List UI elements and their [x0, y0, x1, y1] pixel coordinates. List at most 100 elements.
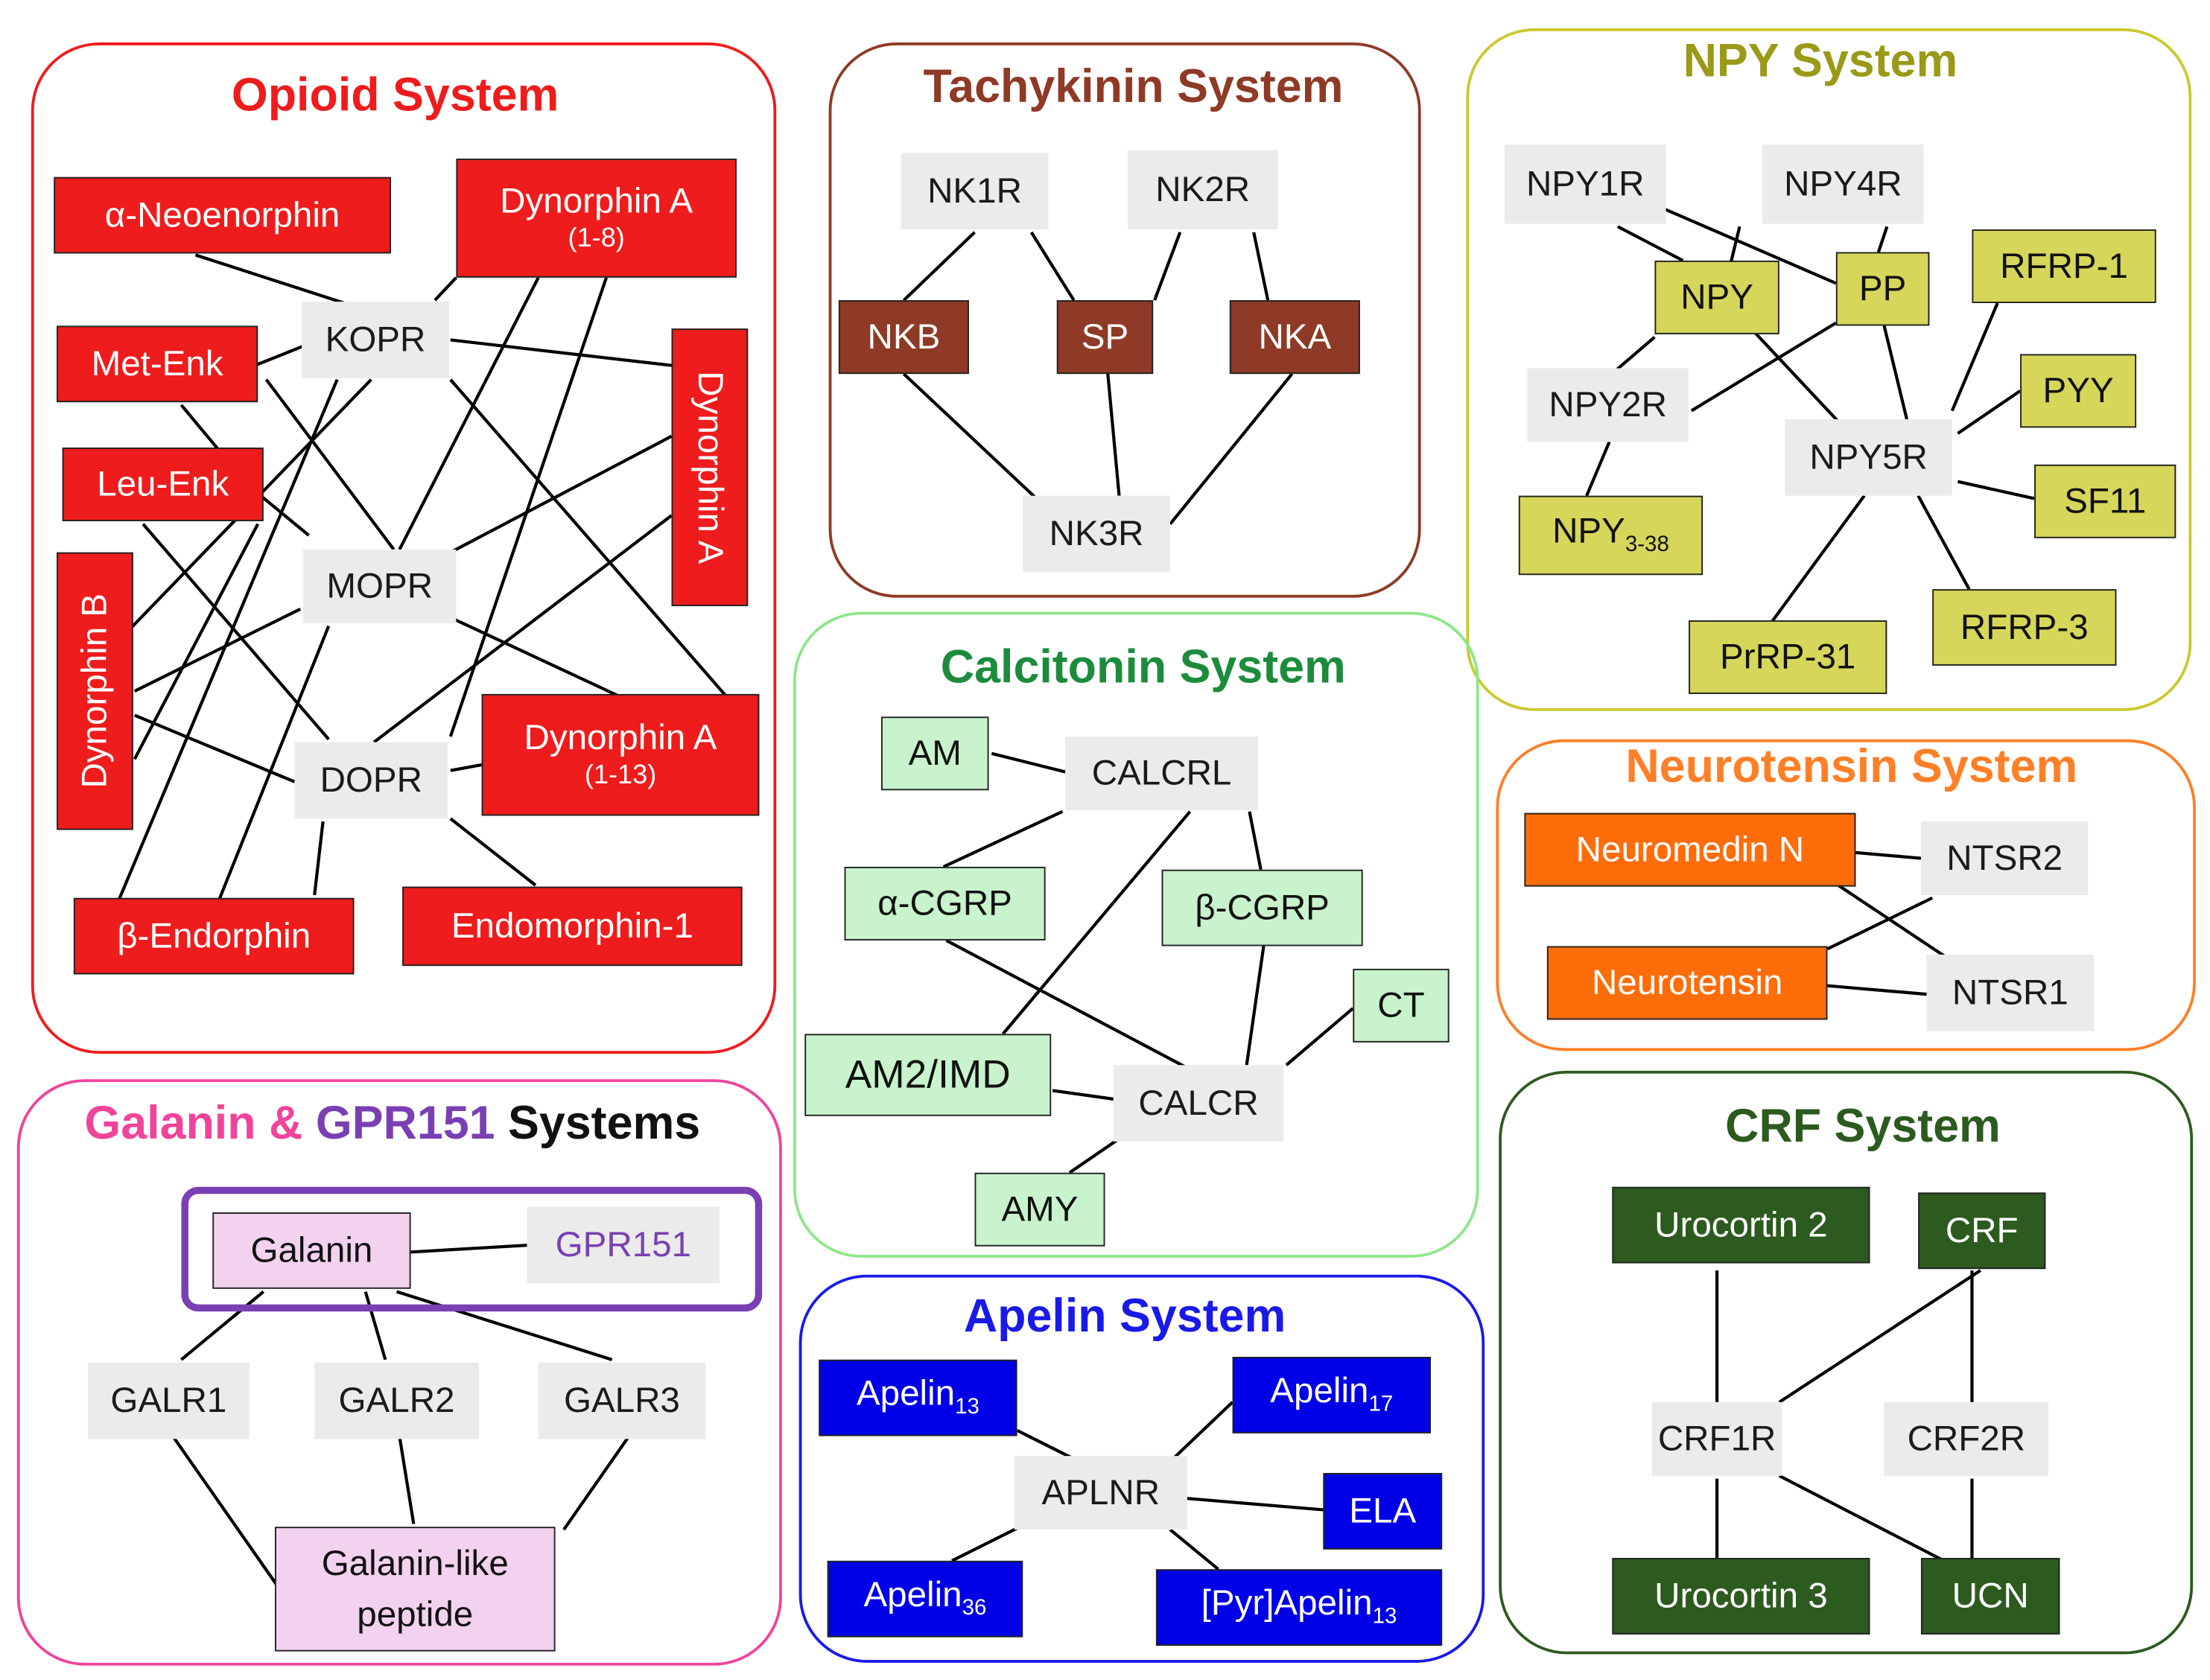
rfrp-1-node: RFRP-1 [1972, 229, 2156, 304]
dynorphin-a-1-8-label: Dynorphin A [500, 181, 693, 221]
galanin-system-title: Galanin & GPR151 Systems [17, 1096, 768, 1150]
ntsr1-node: NTSR1 [1926, 954, 2095, 1031]
npy3-38-base: NPY [1552, 512, 1625, 552]
opioid-system-title: Opioid System [231, 68, 559, 121]
dynorphin-a-1-13-label: Dynorphin A [524, 718, 717, 758]
neurotensin-system-panel [1496, 739, 2196, 1051]
galr3-node: GALR3 [538, 1362, 706, 1439]
dynorphin-b-label: Dynorphin B [74, 594, 115, 789]
galanin-title-part2: GPR151 [315, 1096, 495, 1149]
urocortin-3-node: Urocortin 3 [1612, 1558, 1870, 1635]
gpr151-node: GPR151 [527, 1206, 720, 1284]
apelin13-node: Apelin13 [819, 1359, 1017, 1436]
pyr-apelin13-base: [Pyr]Apelin [1201, 1584, 1373, 1624]
apelin13-label: Apelin13 [857, 1375, 979, 1419]
pyr-apelin13-node: [Pyr]Apelin13 [1155, 1569, 1443, 1646]
npy-ligand-node: NPY [1654, 260, 1779, 334]
dopr-node: DOPR [294, 742, 448, 819]
npy5r-node: NPY5R [1785, 419, 1952, 496]
aplnr-node: APLNR [1014, 1456, 1187, 1530]
pp-node: PP [1835, 252, 1930, 326]
prrp-31-node: PrRP-31 [1689, 620, 1887, 694]
crf-ligand-node: CRF [1918, 1192, 2046, 1270]
galanin-node: Galanin [212, 1212, 411, 1289]
pyy-node: PYY [2020, 354, 2137, 428]
beta-cgrp-node: β-CGRP [1161, 869, 1363, 946]
neuromedin-n-node: Neuromedin N [1524, 812, 1856, 887]
apelin-system-title: Apelin System [963, 1288, 1286, 1342]
nk1r-node: NK1R [901, 153, 1049, 230]
pyr-apelin13-label: [Pyr]Apelin13 [1201, 1585, 1397, 1629]
galr2-node: GALR2 [314, 1362, 479, 1439]
ela-node: ELA [1323, 1472, 1443, 1550]
npy3-38-node: NPY3-38 [1518, 495, 1703, 576]
apelin13-sub: 13 [955, 1396, 979, 1420]
nkb-node: NKB [838, 300, 969, 375]
ucn-node: UCN [1920, 1558, 2060, 1635]
am2-imd-node: AM2/IMD [804, 1034, 1052, 1116]
galr1-node: GALR1 [87, 1362, 250, 1439]
calcr-node: CALCR [1113, 1065, 1284, 1142]
opioid-system-panel [31, 42, 777, 1054]
dynorphin-a-node: Dynorphin A [671, 328, 749, 607]
urocortin-2-node: Urocortin 2 [1612, 1186, 1870, 1264]
sp-node: SP [1056, 300, 1154, 375]
apelin17-sub: 17 [1368, 1393, 1394, 1417]
beta-endorphin-node: β-Endorphin [73, 897, 355, 975]
tachykinin-system-title: Tachykinin System [923, 59, 1344, 112]
apelin36-base: Apelin [863, 1575, 962, 1615]
nk2r-node: NK2R [1127, 150, 1278, 230]
npy4r-node: NPY4R [1762, 144, 1924, 224]
galanin-title-part3: Systems [508, 1096, 701, 1149]
apelin17-label: Apelin17 [1270, 1371, 1394, 1417]
apelin36-label: Apelin36 [863, 1576, 986, 1620]
crf-system-panel [1499, 1070, 2194, 1655]
npy3-38-sub: 3-38 [1625, 532, 1669, 558]
tachykinin-system-panel [828, 42, 1421, 598]
npy-system-panel [1466, 28, 2192, 711]
leu-enk-node: Leu-Enk [62, 448, 264, 521]
neurotensin-system-title: Neurotensin System [1625, 739, 2078, 792]
pyr-apelin13-sub: 13 [1372, 1605, 1397, 1629]
apelin17-base: Apelin [1270, 1371, 1369, 1411]
galanin-like-peptide-line2: peptide [357, 1594, 474, 1635]
rfrp-3-node: RFRP-3 [1932, 589, 2117, 666]
galanin-title-amp: & [269, 1096, 303, 1149]
crf1r-node: CRF1R [1651, 1401, 1782, 1476]
dynorphin-a-1-13-sublabel: (1-13) [584, 760, 657, 791]
calcitonin-system-title: Calcitonin System [940, 640, 1346, 693]
crf2r-node: CRF2R [1884, 1401, 2049, 1476]
gpr151-group-box [181, 1186, 763, 1312]
sf11-node: SF11 [2034, 464, 2176, 538]
galanin-system-panel [16, 1079, 782, 1666]
neoenorphin-node: α-Neoenorphin [54, 176, 391, 254]
dynorphin-a-1-13-node: Dynorphin A (1-13) [481, 693, 760, 816]
met-enk-node: Met-Enk [57, 325, 258, 403]
nka-node: NKA [1229, 300, 1360, 375]
npy2r-node: NPY2R [1527, 368, 1689, 442]
mopr-node: MOPR [303, 549, 457, 623]
apelin13-base: Apelin [856, 1374, 956, 1414]
nk3r-node: NK3R [1023, 495, 1170, 573]
apelin17-node: Apelin17 [1232, 1357, 1431, 1434]
calcrl-node: CALCRL [1065, 736, 1258, 810]
neurotensin-node: Neurotensin [1546, 946, 1828, 1020]
kopr-node: KOPR [302, 302, 449, 378]
calcitonin-system-panel [793, 611, 1479, 1258]
alpha-cgrp-node: α-CGRP [844, 866, 1046, 941]
endomorphin-1-node: Endomorphin-1 [402, 886, 743, 967]
galanin-like-peptide-line1: Galanin-like [321, 1543, 509, 1583]
dynorphin-b-node: Dynorphin B [57, 552, 133, 830]
galanin-title-part1: Galanin [84, 1096, 256, 1149]
crf-system-title: CRF System [1725, 1098, 2001, 1152]
npy-system-title: NPY System [1683, 34, 1958, 87]
ct-node: CT [1353, 968, 1449, 1043]
apelin36-node: Apelin36 [827, 1560, 1023, 1638]
apelin36-sub: 36 [962, 1597, 987, 1621]
ntsr2-node: NTSR2 [1920, 821, 2089, 896]
dynorphin-a-1-8-sublabel: (1-8) [568, 223, 625, 254]
apelin-system-panel [798, 1274, 1485, 1663]
npy3-38-label: NPY3-38 [1552, 513, 1669, 557]
